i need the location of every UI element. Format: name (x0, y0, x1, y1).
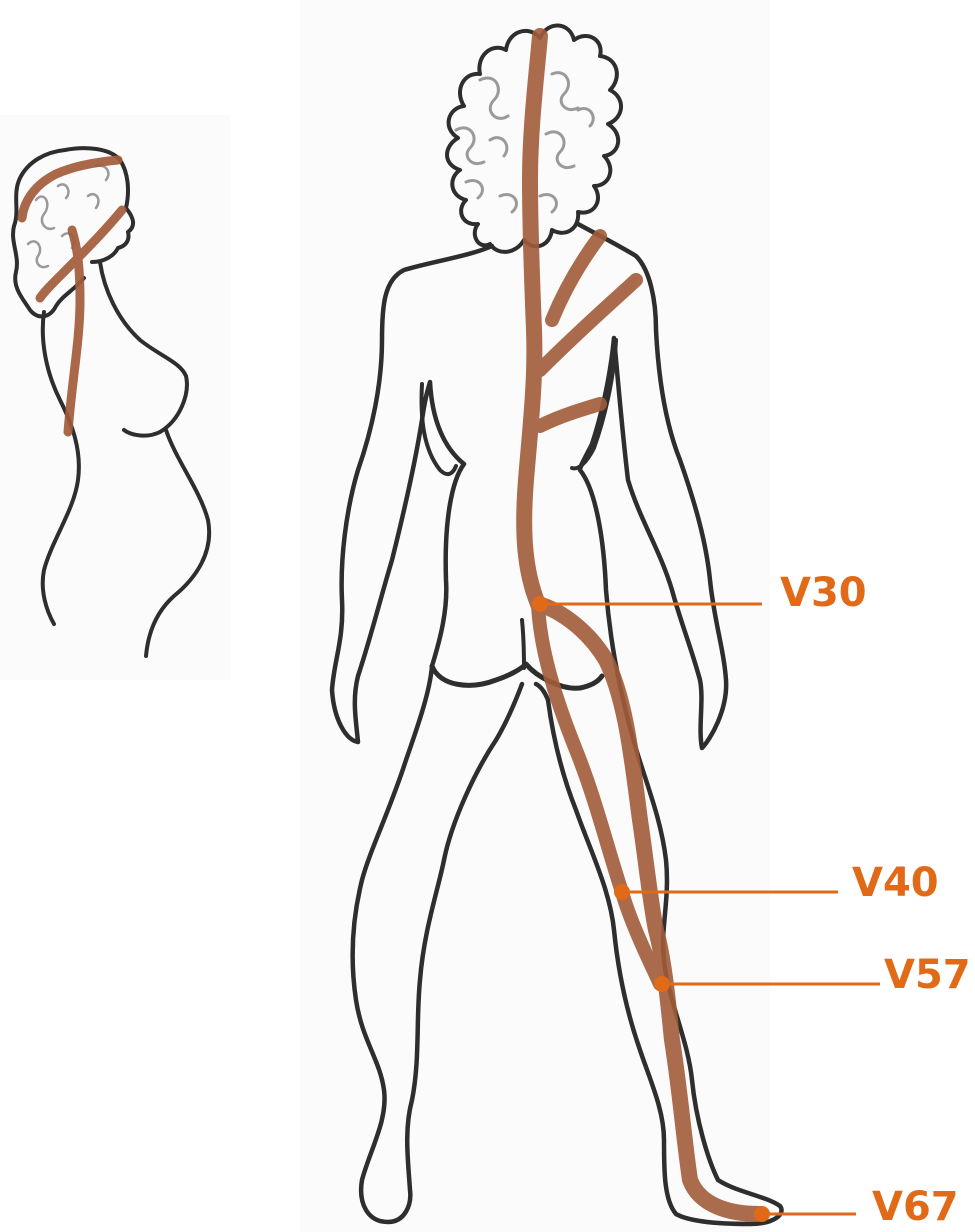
v30-label: V30 (780, 570, 867, 616)
v57-label: V57 (884, 952, 971, 998)
side-paper-panel (0, 115, 230, 680)
v57-point (654, 976, 670, 992)
v40-label: V40 (852, 860, 939, 906)
gluteal-cleft (522, 620, 524, 668)
v67-point (754, 1206, 770, 1222)
v40-point (614, 884, 630, 900)
v67-label: V67 (872, 1184, 959, 1230)
v30-point (532, 596, 548, 612)
